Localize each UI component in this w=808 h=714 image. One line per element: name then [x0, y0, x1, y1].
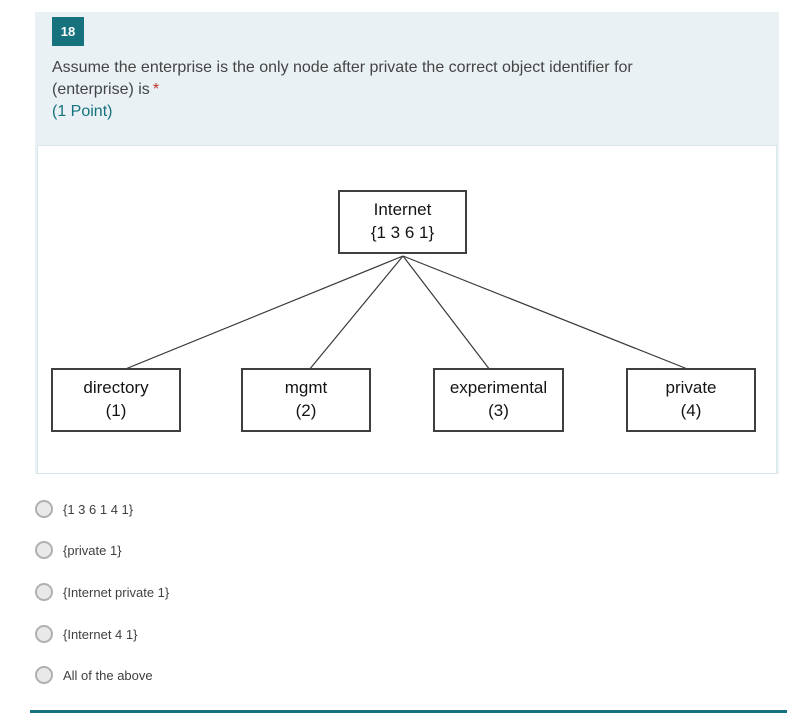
radio-button[interactable]: [35, 666, 53, 684]
node-oid: (3): [488, 401, 509, 420]
option-label: {Internet private 1}: [63, 584, 170, 600]
tree-edges: [122, 255, 691, 371]
node-label: directory: [83, 378, 149, 397]
required-asterisk: *: [152, 81, 160, 98]
node-oid: {1 3 6 1}: [370, 223, 435, 242]
radio-button[interactable]: [35, 583, 53, 601]
option-label: All of the above: [63, 667, 153, 683]
next-card-top-border: [30, 710, 787, 713]
question-title-line2: (enterprise) is*: [52, 81, 160, 98]
option-label: {Internet 4 1}: [63, 626, 138, 642]
radio-button[interactable]: [35, 500, 53, 518]
node-oid: (1): [105, 401, 127, 420]
tree-node-directory: directory (1): [51, 368, 181, 432]
tree-node-private: private (4): [626, 368, 756, 432]
option-label: {1 3 6 1 4 1}: [63, 501, 134, 517]
tree-node-internet: Internet {1 3 6 1}: [338, 190, 467, 254]
node-label: private: [665, 378, 717, 397]
option-row[interactable]: {Internet 4 1}: [35, 624, 137, 644]
question-card: 18 Assume the enterprise is the only nod…: [35, 12, 779, 474]
question-number-badge: 18: [52, 17, 84, 46]
diagram-panel: Internet {1 3 6 1} directory (1) mgmt (2…: [37, 145, 777, 474]
points-label: (1 Point): [52, 103, 113, 120]
node-oid: (2): [295, 401, 317, 420]
radio-button[interactable]: [35, 625, 53, 643]
option-label: {private 1}: [63, 542, 122, 558]
tree-node-mgmt: mgmt (2): [241, 368, 371, 432]
node-oid: (4): [680, 401, 702, 420]
option-row[interactable]: All of the above: [35, 665, 153, 685]
option-row[interactable]: {Internet private 1}: [35, 582, 169, 602]
radio-button[interactable]: [35, 541, 53, 559]
option-row[interactable]: {private 1}: [35, 540, 122, 560]
option-row[interactable]: {1 3 6 1 4 1}: [35, 499, 133, 519]
node-label: mgmt: [284, 378, 328, 397]
question-title: Assume the enterprise is the only node a…: [52, 57, 752, 123]
node-label: Internet: [373, 200, 432, 219]
tree-node-experimental: experimental (3): [433, 368, 564, 432]
node-label: experimental: [449, 378, 548, 397]
question-title-line1: Assume the enterprise is the only node a…: [52, 59, 633, 76]
